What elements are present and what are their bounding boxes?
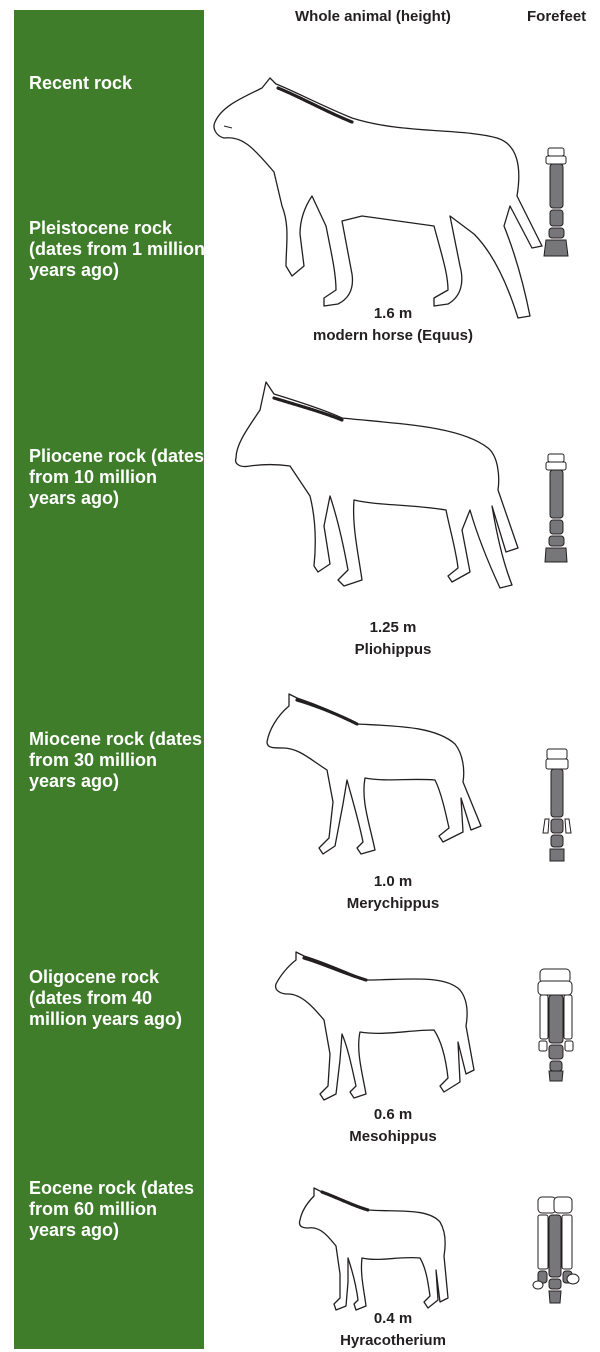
rock-layer-band — [14, 10, 204, 1349]
rock-label-recent: Recent rock — [29, 73, 209, 94]
rock-label-pliocene: Pliocene rock (dates from 10 million yea… — [29, 446, 209, 509]
hyracotherium-drawing — [298, 1186, 448, 1311]
mesohippus-forefoot — [532, 965, 582, 1085]
caption-hyracotherium: 0.4 m Hyracotherium — [293, 1308, 493, 1352]
rock-label-pleistocene: Pleistocene rock (dates from 1 million y… — [29, 218, 209, 281]
rock-label-miocene: Miocene rock (dates from 30 million year… — [29, 729, 209, 792]
height-hyracotherium: 0.4 m — [293, 1308, 493, 1330]
height-merychippus: 1.0 m — [293, 871, 493, 893]
merychippus-forefoot — [537, 745, 577, 865]
name-merychippus: Merychippus — [293, 893, 493, 915]
name-equus: modern horse (Equus) — [293, 325, 493, 347]
height-mesohippus: 0.6 m — [293, 1104, 493, 1126]
header-forefeet: Forefeet — [527, 8, 586, 25]
rock-label-oligocene: Oligocene rock (dates from 40 million ye… — [29, 967, 209, 1030]
height-equus: 1.6 m — [293, 303, 493, 325]
name-mesohippus: Mesohippus — [293, 1126, 493, 1148]
caption-mesohippus: 0.6 m Mesohippus — [293, 1104, 493, 1148]
header-whole-animal: Whole animal (height) — [295, 8, 451, 25]
name-pliohippus: Pliohippus — [293, 639, 493, 661]
height-pliohippus: 1.25 m — [293, 617, 493, 639]
equus-forefoot — [540, 144, 572, 264]
pliohippus-drawing — [230, 380, 520, 590]
hyracotherium-forefoot — [530, 1193, 584, 1313]
pliohippus-forefoot — [540, 450, 572, 570]
caption-pliohippus: 1.25 m Pliohippus — [293, 617, 493, 661]
equus-horse-drawing — [212, 76, 542, 321]
merychippus-drawing — [265, 690, 485, 860]
caption-equus: 1.6 m modern horse (Equus) — [293, 303, 493, 347]
mesohippus-drawing — [274, 950, 474, 1100]
rock-label-eocene: Eocene rock (dates from 60 million years… — [29, 1178, 209, 1241]
caption-merychippus: 1.0 m Merychippus — [293, 871, 493, 915]
